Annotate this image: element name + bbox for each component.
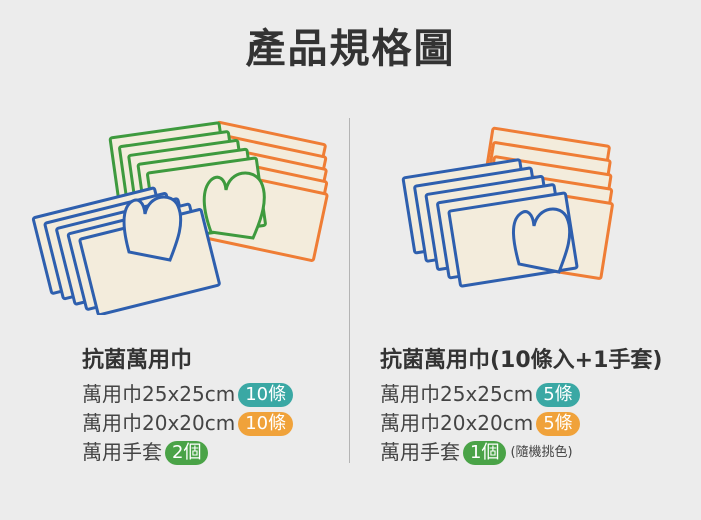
spec-row: 萬用手套 1個 (隨機挑色): [380, 438, 662, 467]
spec-label: 萬用巾20x20cm: [380, 411, 534, 435]
spec-row: 萬用巾20x20cm 10條: [82, 409, 294, 438]
spec-row: 萬用巾25x25cm 10條: [82, 380, 294, 409]
product-image-set-left: [25, 110, 340, 315]
product-image-set-right: [395, 118, 635, 298]
spec-title: 抗菌萬用巾: [82, 348, 193, 373]
quantity-badge: 10條: [238, 411, 294, 436]
spec-row: 萬用巾20x20cm 5條: [380, 409, 662, 438]
page-title: 產品規格圖: [245, 26, 456, 72]
random-color-note: (隨機挑色): [510, 445, 573, 460]
spec-label: 萬用手套: [82, 440, 162, 464]
spec-label: 萬用巾20x20cm: [82, 411, 236, 435]
quantity-badge: 2個: [165, 440, 209, 465]
spec-label: 萬用巾25x25cm: [82, 382, 236, 406]
quantity-badge: 1個: [463, 440, 507, 465]
spec-label: 萬用手套: [380, 440, 460, 464]
spec-title: 抗菌萬用巾(10條入+1手套): [380, 348, 663, 373]
quantity-badge: 5條: [536, 411, 580, 436]
spec-label: 萬用巾25x25cm: [380, 382, 534, 406]
spec-row: 萬用手套 2個: [82, 438, 293, 467]
spec-row: 萬用巾25x25cm 5條: [380, 380, 662, 409]
column-divider: [349, 118, 350, 463]
quantity-badge: 10條: [238, 382, 294, 407]
spec-panel-right: 抗菌萬用巾(10條入+1手套) 萬用巾25x25cm 5條 萬用巾20x20cm…: [380, 342, 662, 467]
quantity-badge: 5條: [536, 382, 580, 407]
spec-panel-left: 抗菌萬用巾 萬用巾25x25cm 10條 萬用巾20x20cm 10條 萬用手套…: [82, 342, 294, 467]
